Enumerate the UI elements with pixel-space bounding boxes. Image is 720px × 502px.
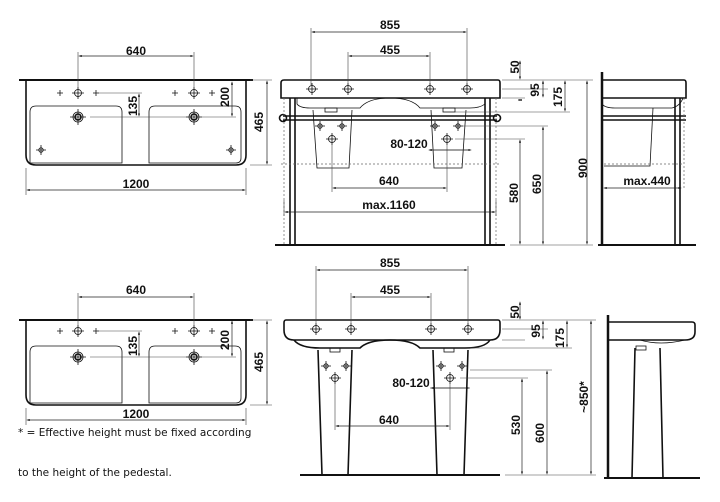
dim-bowl-depth-lower: 175	[553, 328, 567, 348]
dim-width: 1200	[123, 177, 150, 191]
footnote-line-2: to the height of the pedestal.	[18, 467, 172, 479]
top-view-upper: 640 1200 465 200 135	[19, 44, 272, 195]
dim-width-lower: 1200	[123, 407, 150, 421]
dim-total-height-lower: ~850*	[577, 381, 591, 413]
top-view-lower: 640 1200 465 200 135	[19, 283, 272, 425]
dim-depth: 465	[252, 112, 266, 132]
front-view-lower: 855 455 50 95 175 ~850* 600 530 80-120 6…	[283, 256, 596, 476]
side-view-upper: max.440	[598, 72, 696, 246]
dim-waste-spacing: 640	[379, 174, 399, 188]
dim-tap-spacing: 640	[126, 44, 146, 58]
dim-frame-depth: max.440	[623, 174, 671, 188]
dim-total-height: 900	[576, 158, 590, 178]
front-view-upper: 855 455 50 95 175 900 650 580 80-120 640…	[275, 18, 593, 246]
dim-depth-to-tap-lower: 135	[126, 336, 140, 356]
dim-530: 530	[509, 415, 523, 435]
dim-95: 95	[528, 83, 542, 97]
dim-600: 600	[533, 423, 547, 443]
dim-bowl-depth: 175	[551, 87, 565, 107]
dim-tap-spacing-lower: 640	[126, 283, 146, 297]
side-view-lower	[604, 315, 700, 479]
dim-hole-height: 50	[508, 60, 522, 74]
dim-frame-width: max.1160	[362, 198, 416, 212]
dim-inner-holes: 455	[380, 43, 400, 57]
dim-inner-holes-lower: 455	[380, 283, 400, 297]
dim-depth-to-drain: 200	[218, 87, 232, 107]
dim-waste-adjust-lower: 80-120	[392, 376, 430, 390]
dim-95-lower: 95	[529, 324, 543, 338]
dim-waste-spacing-lower: 640	[379, 413, 399, 427]
dim-650: 650	[530, 174, 544, 194]
dim-waste-adjust: 80-120	[390, 137, 428, 151]
dim-outer-holes-lower: 855	[380, 256, 400, 270]
dim-depth-to-tap: 135	[126, 96, 140, 116]
dim-outer-holes: 855	[380, 18, 400, 32]
footnote-line-1: * = Effective height must be fixed accor…	[18, 427, 251, 439]
dim-hole-height-lower: 50	[508, 305, 522, 319]
dim-depth-to-drain-lower: 200	[218, 330, 232, 350]
dim-depth-lower: 465	[252, 352, 266, 372]
dim-580: 580	[507, 183, 521, 203]
